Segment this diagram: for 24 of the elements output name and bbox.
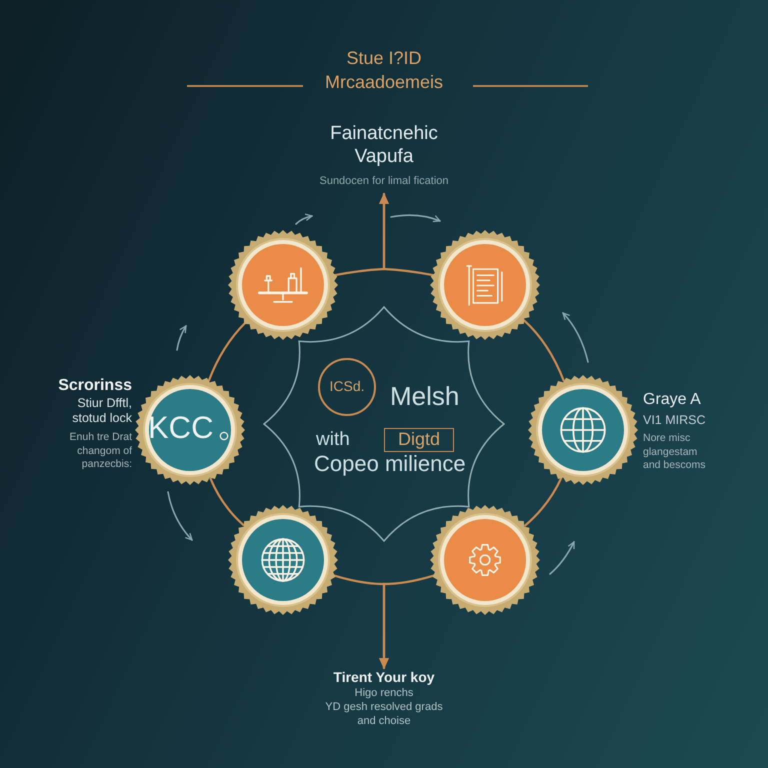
node-subtitle: Sundocen for limal fication — [319, 174, 448, 189]
boxed-label: Digtd — [384, 428, 454, 452]
connector-line — [524, 477, 562, 527]
arrow — [379, 574, 436, 670]
connector-line — [523, 320, 565, 382]
side-text: Enuh tre Drat changom of panzecbis: — [68, 431, 132, 472]
side-subheading: Stiur Dfftl, stotud lock — [71, 396, 132, 426]
node-label: KCC — [148, 410, 214, 446]
node-subtitle: Higo renchs — [354, 686, 414, 700]
center-text: with — [316, 429, 350, 451]
node-heading: Tirent Your koy — [333, 668, 435, 686]
node-text: YD gesh resolved grads and choise — [324, 700, 444, 728]
circle-label: ICSd. — [318, 358, 376, 416]
side-heading: Scrorinss — [58, 376, 132, 396]
connector-line — [210, 478, 244, 526]
center-text: Copeo milience — [314, 451, 466, 476]
center-text: Melsh — [390, 381, 460, 411]
diagram-title: Stue I?ID Mrcaadoemeis — [324, 47, 444, 94]
arrow — [379, 192, 434, 276]
node-heading: Fainatcnehic Vapufa — [329, 122, 439, 168]
side-text: Nore misc glangestam and bescoms — [643, 432, 706, 472]
side-heading: Graye A — [643, 390, 701, 410]
side-subheading: VI1 MIRSC — [643, 412, 706, 428]
connector-line — [208, 321, 247, 382]
